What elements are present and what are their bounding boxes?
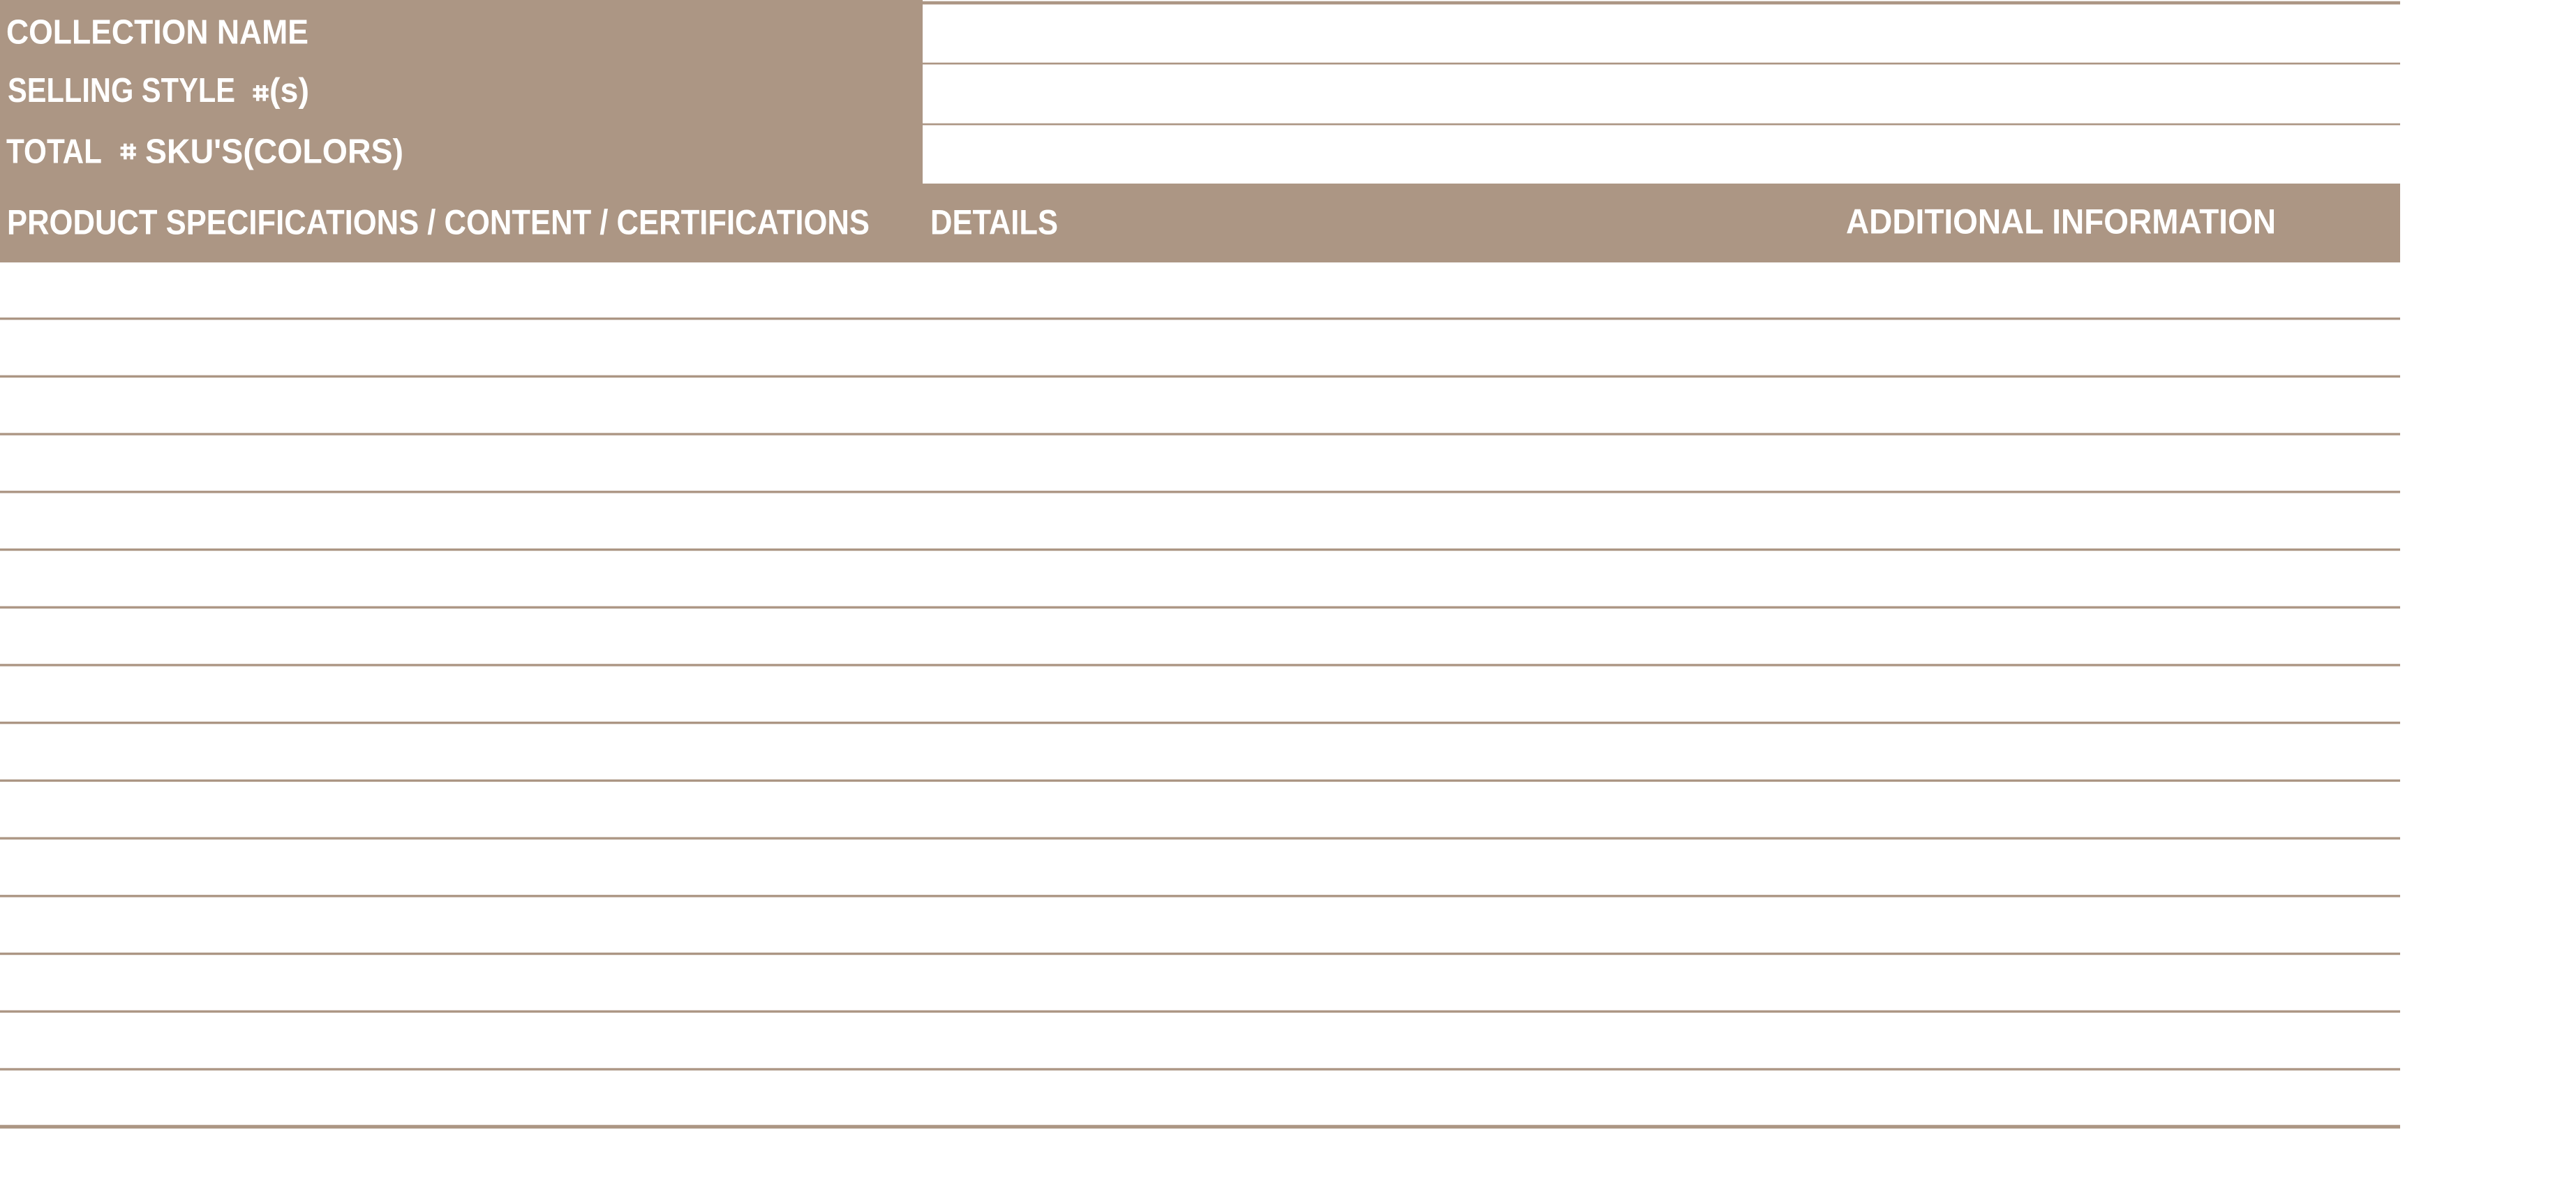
- svg-text:TOTAL: TOTAL: [6, 133, 102, 171]
- svg-text:PRODUCT SPECIFICATIONS / CONTE: PRODUCT SPECIFICATIONS / CONTENT / CERTI…: [7, 203, 870, 242]
- svg-text:SKU'S(COLORS): SKU'S(COLORS): [145, 133, 403, 171]
- svg-text:DETAILS: DETAILS: [930, 203, 1058, 242]
- svg-text:COLLECTION NAME: COLLECTION NAME: [6, 14, 308, 52]
- svg-text:SELLING STYLE: SELLING STYLE: [8, 72, 235, 110]
- svg-text:ADDITIONAL INFORMATION: ADDITIONAL INFORMATION: [1846, 202, 2276, 241]
- svg-text:(s): (s): [269, 72, 309, 110]
